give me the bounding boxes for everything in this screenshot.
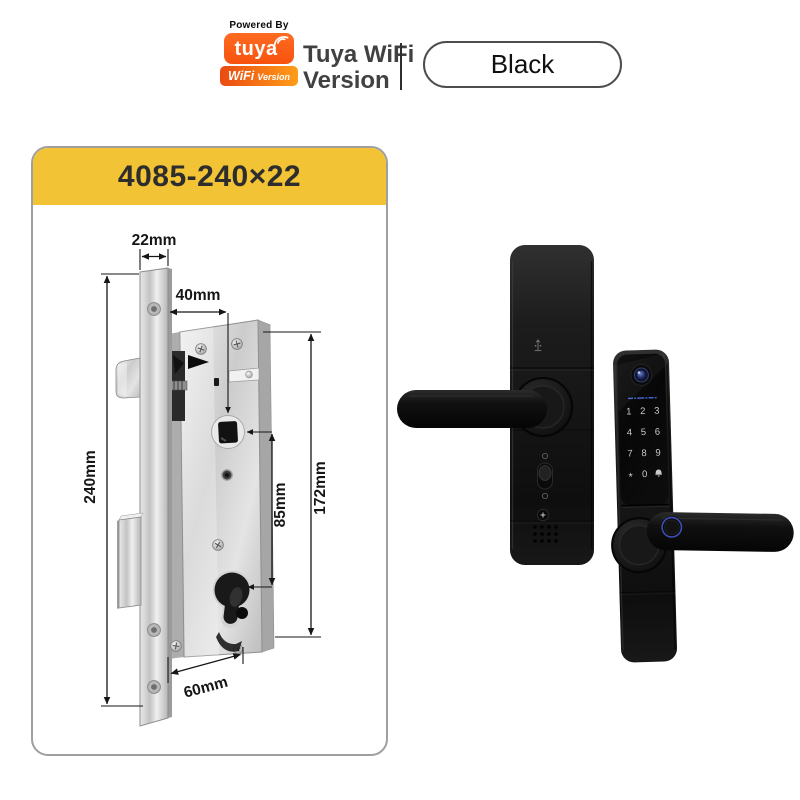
title-line2: Version — [303, 67, 390, 94]
svg-text:4: 4 — [627, 427, 633, 438]
svg-text:1: 1 — [626, 406, 632, 417]
strip-version-text: Version — [257, 72, 290, 82]
svg-text:2: 2 — [640, 406, 646, 417]
dim-center-distance: 85mm — [246, 429, 289, 590]
front-door-handle[interactable] — [646, 512, 794, 552]
front-lock-image: 1 2 3 4 5 6 7 8 9 * 0 — [611, 349, 794, 663]
privacy-toggle[interactable] — [537, 452, 553, 500]
dim-faceplate-width: 22mm — [132, 232, 177, 270]
back-lock-image — [397, 245, 594, 565]
product-title: Tuya WiFi Version — [303, 42, 414, 94]
svg-text:6: 6 — [655, 427, 661, 438]
svg-text:5: 5 — [641, 427, 647, 438]
reset-button[interactable] — [536, 508, 550, 522]
svg-text:3: 3 — [654, 406, 660, 417]
faceplate — [139, 267, 172, 727]
title-line1: Tuya WiFi — [303, 41, 415, 68]
speaker-grille — [533, 525, 558, 543]
latch-bolt — [115, 357, 141, 399]
fixing-hole — [221, 469, 233, 481]
svg-text:8: 8 — [641, 448, 647, 459]
faceplate-screw-holes — [147, 302, 161, 694]
spec-panel: 4085-240×22 — [31, 146, 388, 756]
svg-text:240mm: 240mm — [82, 450, 99, 503]
dim-body-height: 172mm — [263, 331, 329, 638]
strike-tab — [228, 367, 260, 383]
tuya-logo: tuya — [224, 33, 294, 64]
svg-text:0: 0 — [642, 469, 648, 480]
usb-icon — [534, 339, 542, 352]
back-door-handle[interactable] — [397, 390, 547, 428]
svg-text:7: 7 — [627, 448, 633, 459]
doorbell-icon[interactable] — [655, 469, 662, 477]
svg-text:60mm: 60mm — [182, 674, 230, 702]
wifi-arcs-icon — [274, 36, 289, 46]
latch-cutout — [188, 355, 209, 369]
camera-icon — [630, 364, 653, 387]
dim-faceplate-height: 240mm — [82, 273, 143, 707]
indicator-line — [627, 396, 658, 400]
cylinder-hole — [212, 570, 252, 652]
strip-wifi-text: WiFi — [228, 69, 255, 83]
header-divider — [400, 43, 402, 90]
tuya-logo-badge: Powered By tuya WiFi Version — [219, 20, 299, 86]
svg-text:85mm: 85mm — [272, 483, 289, 528]
mortise-lock-diagram: 22mm 40mm 240mm 85mm 172mm — [82, 232, 329, 727]
powered-by-label: Powered By — [229, 20, 289, 31]
model-number: 4085-240×22 — [33, 148, 386, 205]
tuya-brand-text: tuya — [234, 37, 278, 60]
svg-text:172mm: 172mm — [312, 461, 329, 514]
wifi-version-strip: WiFi Version — [220, 66, 298, 86]
latch-mechanism — [165, 351, 188, 421]
dim-backset: 40mm — [169, 287, 231, 414]
svg-text:9: 9 — [655, 448, 661, 459]
cylinder-cam — [216, 632, 242, 652]
svg-text:40mm: 40mm — [176, 287, 221, 304]
svg-text:*: * — [628, 471, 633, 483]
spindle-hole — [211, 415, 245, 449]
deadbolt — [117, 512, 144, 609]
svg-text:22mm: 22mm — [132, 232, 177, 249]
color-variant-button[interactable]: Black — [423, 41, 622, 88]
touch-keypad[interactable]: 1 2 3 4 5 6 7 8 9 * 0 — [626, 406, 662, 484]
fingerprint-sensor-icon[interactable] — [660, 516, 683, 539]
product-photo: 1 2 3 4 5 6 7 8 9 * 0 — [397, 245, 794, 663]
